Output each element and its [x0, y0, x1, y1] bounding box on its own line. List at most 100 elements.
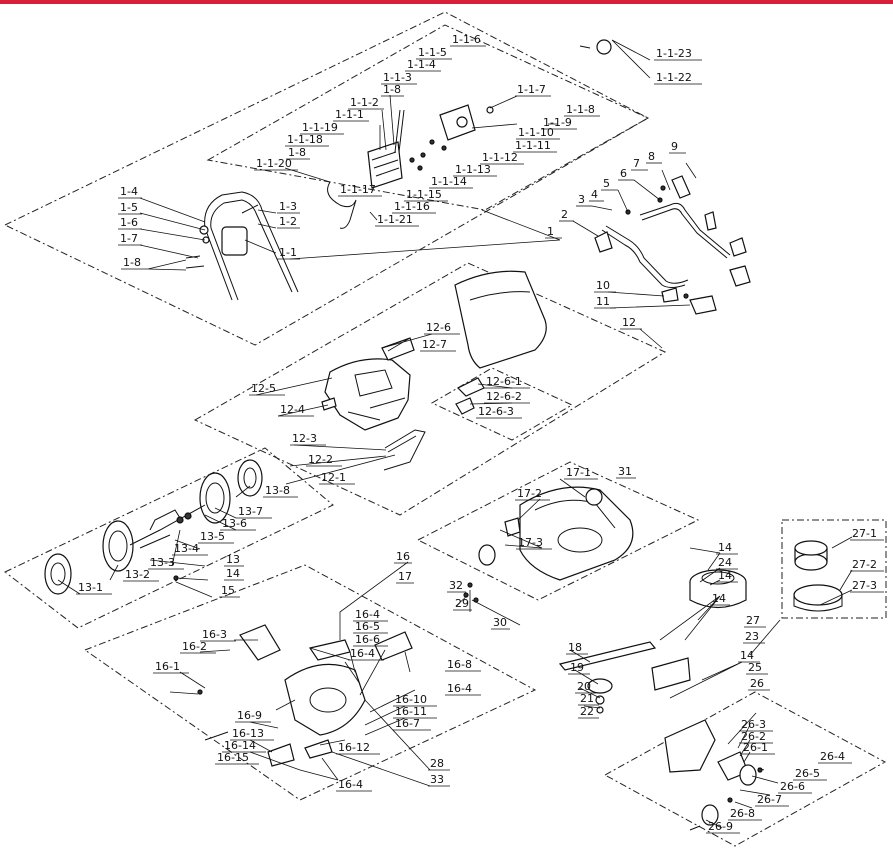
- label-1-3: 1-3: [279, 200, 297, 213]
- label-4: 4: [591, 188, 598, 201]
- label-26-9: 26-9: [708, 820, 733, 833]
- label-1-5: 1-5: [120, 201, 138, 214]
- label-16: 16: [396, 550, 410, 563]
- label-1-1-20: 1-1-20: [256, 157, 292, 170]
- label-26-3: 26-3: [741, 718, 766, 731]
- label-26-8: 26-8: [730, 807, 755, 820]
- label-1-1-19: 1-1-19: [302, 121, 338, 134]
- label-1-8-mid: 1-8: [288, 146, 306, 159]
- motor-blade-drawing: [558, 540, 843, 773]
- label-21: 21: [580, 692, 594, 705]
- label-31: 31: [618, 465, 632, 478]
- label-26-2: 26-2: [741, 730, 766, 743]
- label-6: 6: [620, 167, 627, 180]
- label-33: 33: [430, 773, 444, 786]
- group-cover-outline: [83, 564, 537, 801]
- label-1-1-15: 1-1-15: [406, 188, 442, 201]
- label-13-7: 13-7: [238, 505, 263, 518]
- label-1-1-9: 1-1-9: [543, 116, 572, 129]
- label-17-3: 17-3: [518, 536, 543, 549]
- label-14-deck-a: 14: [718, 541, 732, 554]
- label-1-1-1: 1-1-1: [335, 108, 364, 121]
- label-14-blade: 14: [740, 649, 754, 662]
- label-16-4-d: 16-4: [338, 778, 363, 791]
- part-label: 1-1-22: [654, 71, 702, 85]
- label-26-6: 26-6: [780, 780, 805, 793]
- label-16-4-a: 16-4: [355, 608, 380, 621]
- label-17-2: 17-2: [517, 487, 542, 500]
- label-1-1-17: 1-1-17: [340, 183, 376, 196]
- label-1-2: 1-2: [279, 215, 297, 228]
- label-17-1: 17-1: [566, 466, 591, 479]
- label-8: 8: [648, 150, 655, 163]
- label-26-1: 26-1: [743, 741, 768, 754]
- label-1-1: 1-1: [279, 246, 297, 259]
- label-12-3: 12-3: [292, 432, 317, 445]
- label-1-8-top: 1-8: [383, 83, 401, 96]
- label-13-1: 13-1: [78, 581, 103, 594]
- label-16-9: 16-9: [237, 709, 262, 722]
- label-16-13: 16-13: [232, 727, 264, 740]
- label-14-deck-b: 14: [718, 569, 732, 582]
- label-1-1-5: 1-1-5: [418, 46, 447, 59]
- label-12-2: 12-2: [308, 453, 333, 466]
- label-1-1-8: 1-1-8: [566, 103, 595, 116]
- label-20: 20: [577, 680, 591, 693]
- upper-handle-drawing: [594, 175, 751, 315]
- label-22: 22: [580, 705, 594, 718]
- label-1: 1: [547, 225, 554, 238]
- label-16-1: 16-1: [155, 660, 180, 673]
- label-1-1-23: 1-1-23: [656, 47, 692, 60]
- label-17: 17: [398, 570, 412, 583]
- label-26-4: 26-4: [820, 750, 845, 763]
- group-handle-outline: [3, 11, 650, 346]
- label-13-4: 13-4: [174, 542, 199, 555]
- label-13-5: 13-5: [200, 530, 225, 543]
- diagram-svg: 1-1-23 1-1-22 1-1-6 1-1-5 1-1-4 1-1-3 1-…: [3, 11, 887, 847]
- label-16-12: 16-12: [338, 741, 370, 754]
- label-13-3: 13-3: [150, 556, 175, 569]
- label-1-1-6: 1-1-6: [452, 33, 481, 46]
- label-1-1-11: 1-1-11: [515, 139, 551, 152]
- label-16-4-b: 16-4: [350, 647, 375, 660]
- switch-box-drawing: [327, 39, 612, 229]
- label-1-1-12: 1-1-12: [482, 151, 518, 164]
- label-1-4: 1-4: [120, 185, 138, 198]
- label-15: 15: [221, 584, 235, 597]
- label-18: 18: [568, 641, 582, 654]
- label-16-10: 16-10: [395, 693, 427, 706]
- label-27-3: 27-3: [852, 579, 877, 592]
- label-5: 5: [603, 177, 610, 190]
- label-25: 25: [748, 661, 762, 674]
- label-24: 24: [718, 556, 732, 569]
- group-deck-outline: [416, 461, 700, 601]
- label-29: 29: [455, 597, 469, 610]
- label-13-8: 13-8: [265, 484, 290, 497]
- label-1-1-14: 1-1-14: [431, 175, 467, 188]
- label-1-6: 1-6: [120, 216, 138, 229]
- label-16-8: 16-8: [447, 658, 472, 671]
- label-26-7: 26-7: [757, 793, 782, 806]
- label-3: 3: [578, 193, 585, 206]
- label-11: 11: [596, 295, 610, 308]
- label-16-2: 16-2: [182, 640, 207, 653]
- label-30: 30: [493, 616, 507, 629]
- label-14-wheels: 14: [226, 567, 240, 580]
- label-12-7: 12-7: [422, 338, 447, 351]
- group-drive-outline: [603, 691, 887, 847]
- group-wheels-outline: [4, 447, 334, 629]
- label-28: 28: [430, 757, 444, 770]
- label-13: 13: [226, 553, 240, 566]
- label-1-7: 1-7: [120, 232, 138, 245]
- label-1-1-22: 1-1-22: [656, 71, 692, 84]
- label-1-1-13: 1-1-13: [455, 163, 491, 176]
- label-19: 19: [570, 661, 584, 674]
- label-26: 26: [750, 677, 764, 690]
- label-1-1-4: 1-1-4: [407, 58, 436, 71]
- label-13-2: 13-2: [125, 568, 150, 581]
- label-16-5: 16-5: [355, 620, 380, 633]
- label-1-1-3: 1-1-3: [383, 71, 412, 84]
- label-27: 27: [746, 614, 760, 627]
- label-12-6-1: 12-6-1: [486, 375, 522, 388]
- exploded-parts-diagram: 1-1-23 1-1-22 1-1-6 1-1-5 1-1-4 1-1-3 1-…: [0, 4, 893, 854]
